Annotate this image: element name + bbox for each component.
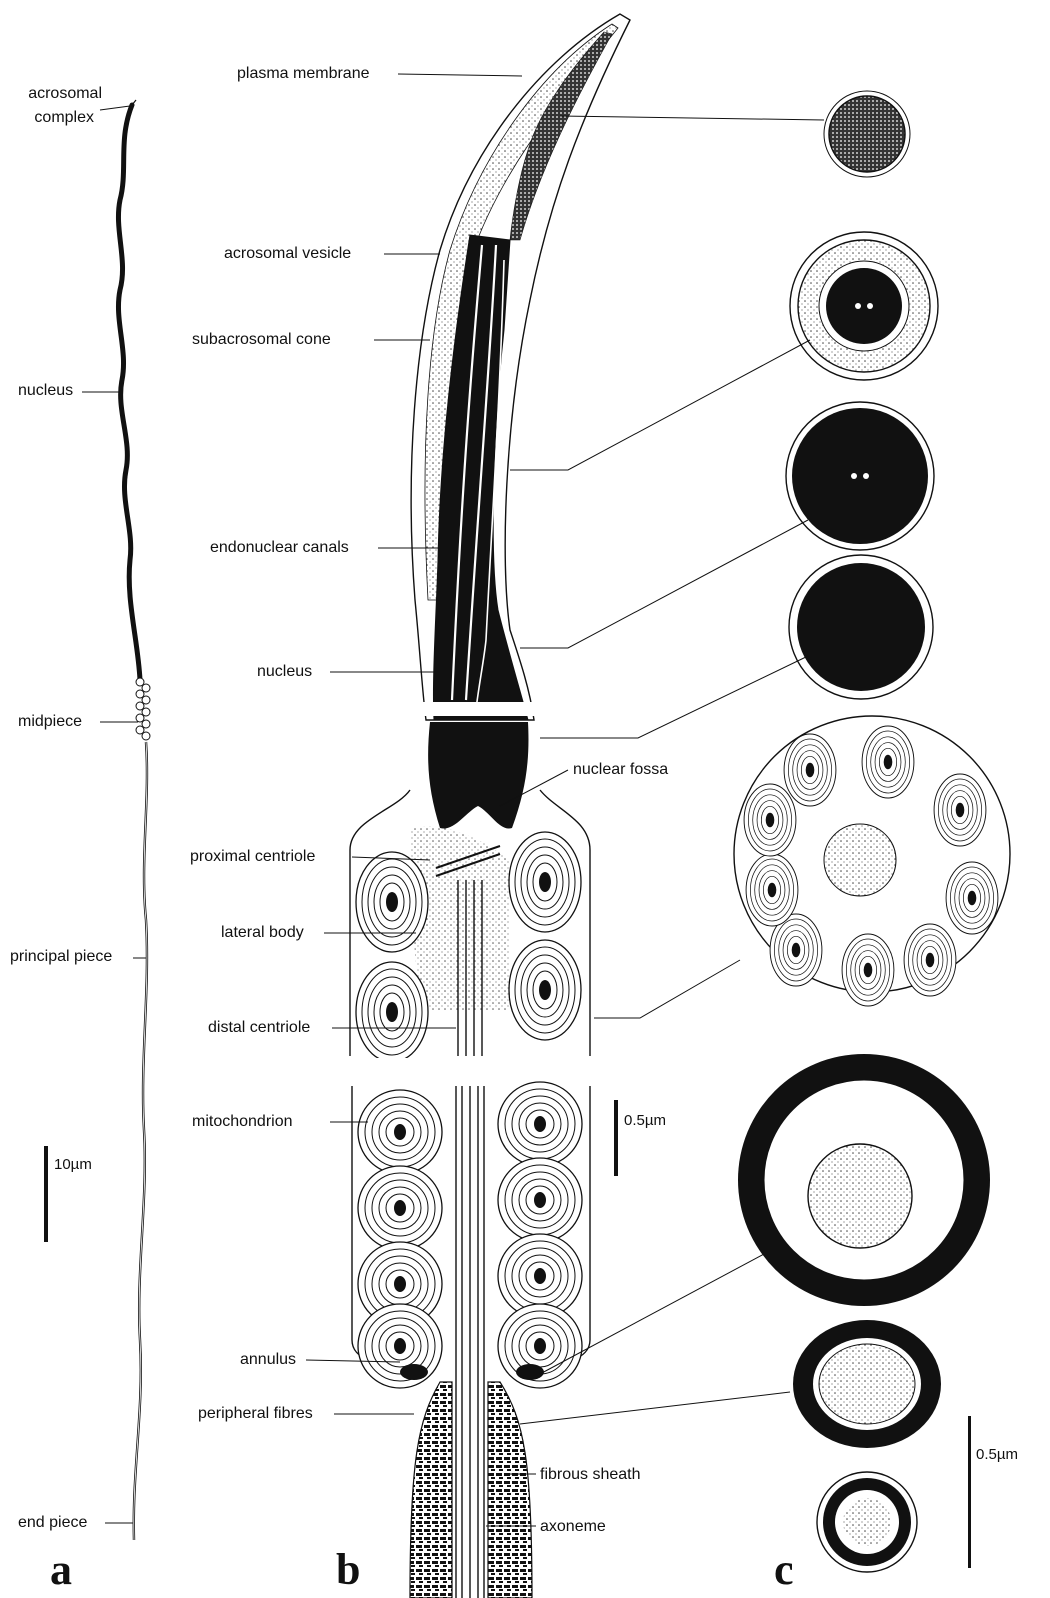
label-lateral-body: lateral body <box>221 924 304 942</box>
scale-bar-b <box>614 1100 618 1176</box>
panel-letter-b: b <box>336 1548 360 1592</box>
label-peripheral-fibres: peripheral fibres <box>198 1405 313 1423</box>
cross-section-acrosome <box>829 96 905 172</box>
panel-b-drawing <box>306 14 630 1598</box>
scale-label-c: 0.5µm <box>976 1446 1018 1463</box>
label-acrosomal-vesicle: acrosomal vesicle <box>224 245 351 263</box>
label-acrosomal-complex-line2: complex <box>10 109 94 127</box>
scale-bar-c <box>968 1416 971 1568</box>
principal-piece-right <box>488 1382 532 1598</box>
label-axoneme: axoneme <box>540 1518 606 1536</box>
label-subacrosomal-cone: subacrosomal cone <box>192 331 331 349</box>
label-principal-piece: principal piece <box>10 948 112 966</box>
label-plasma-membrane: plasma membrane <box>237 65 370 83</box>
label-distal-centriole: distal centriole <box>208 1019 310 1037</box>
label-nuclear-fossa: nuclear fossa <box>573 761 668 779</box>
sperm-head-path <box>118 105 140 680</box>
label-end-piece: end piece <box>18 1514 87 1532</box>
scale-label-b: 0.5µm <box>624 1112 666 1129</box>
midpiece-beads <box>136 678 150 740</box>
scale-bar-a <box>44 1146 48 1242</box>
panel-letter-c: c <box>774 1548 794 1592</box>
label-fibrous-sheath: fibrous sheath <box>540 1466 641 1484</box>
scale-label-a: 10µm <box>54 1156 92 1173</box>
label-nucleus-b: nucleus <box>257 663 312 681</box>
annulus-left <box>400 1364 428 1380</box>
label-endonuclear-canals: endonuclear canals <box>210 539 349 557</box>
panel-a-drawing <box>44 100 150 1540</box>
label-nucleus-a: nucleus <box>18 382 73 400</box>
annulus-right <box>516 1364 544 1380</box>
label-proximal-centriole: proximal centriole <box>190 848 315 866</box>
sperm-tail-path <box>134 742 147 1540</box>
label-midpiece: midpiece <box>18 713 82 731</box>
principal-piece-left <box>410 1382 452 1598</box>
label-acrosomal-complex-line1: acrosomal <box>10 85 102 103</box>
panel-letter-a: a <box>50 1548 72 1592</box>
label-annulus: annulus <box>240 1351 296 1369</box>
label-mitochondrion: mitochondrion <box>192 1113 293 1131</box>
